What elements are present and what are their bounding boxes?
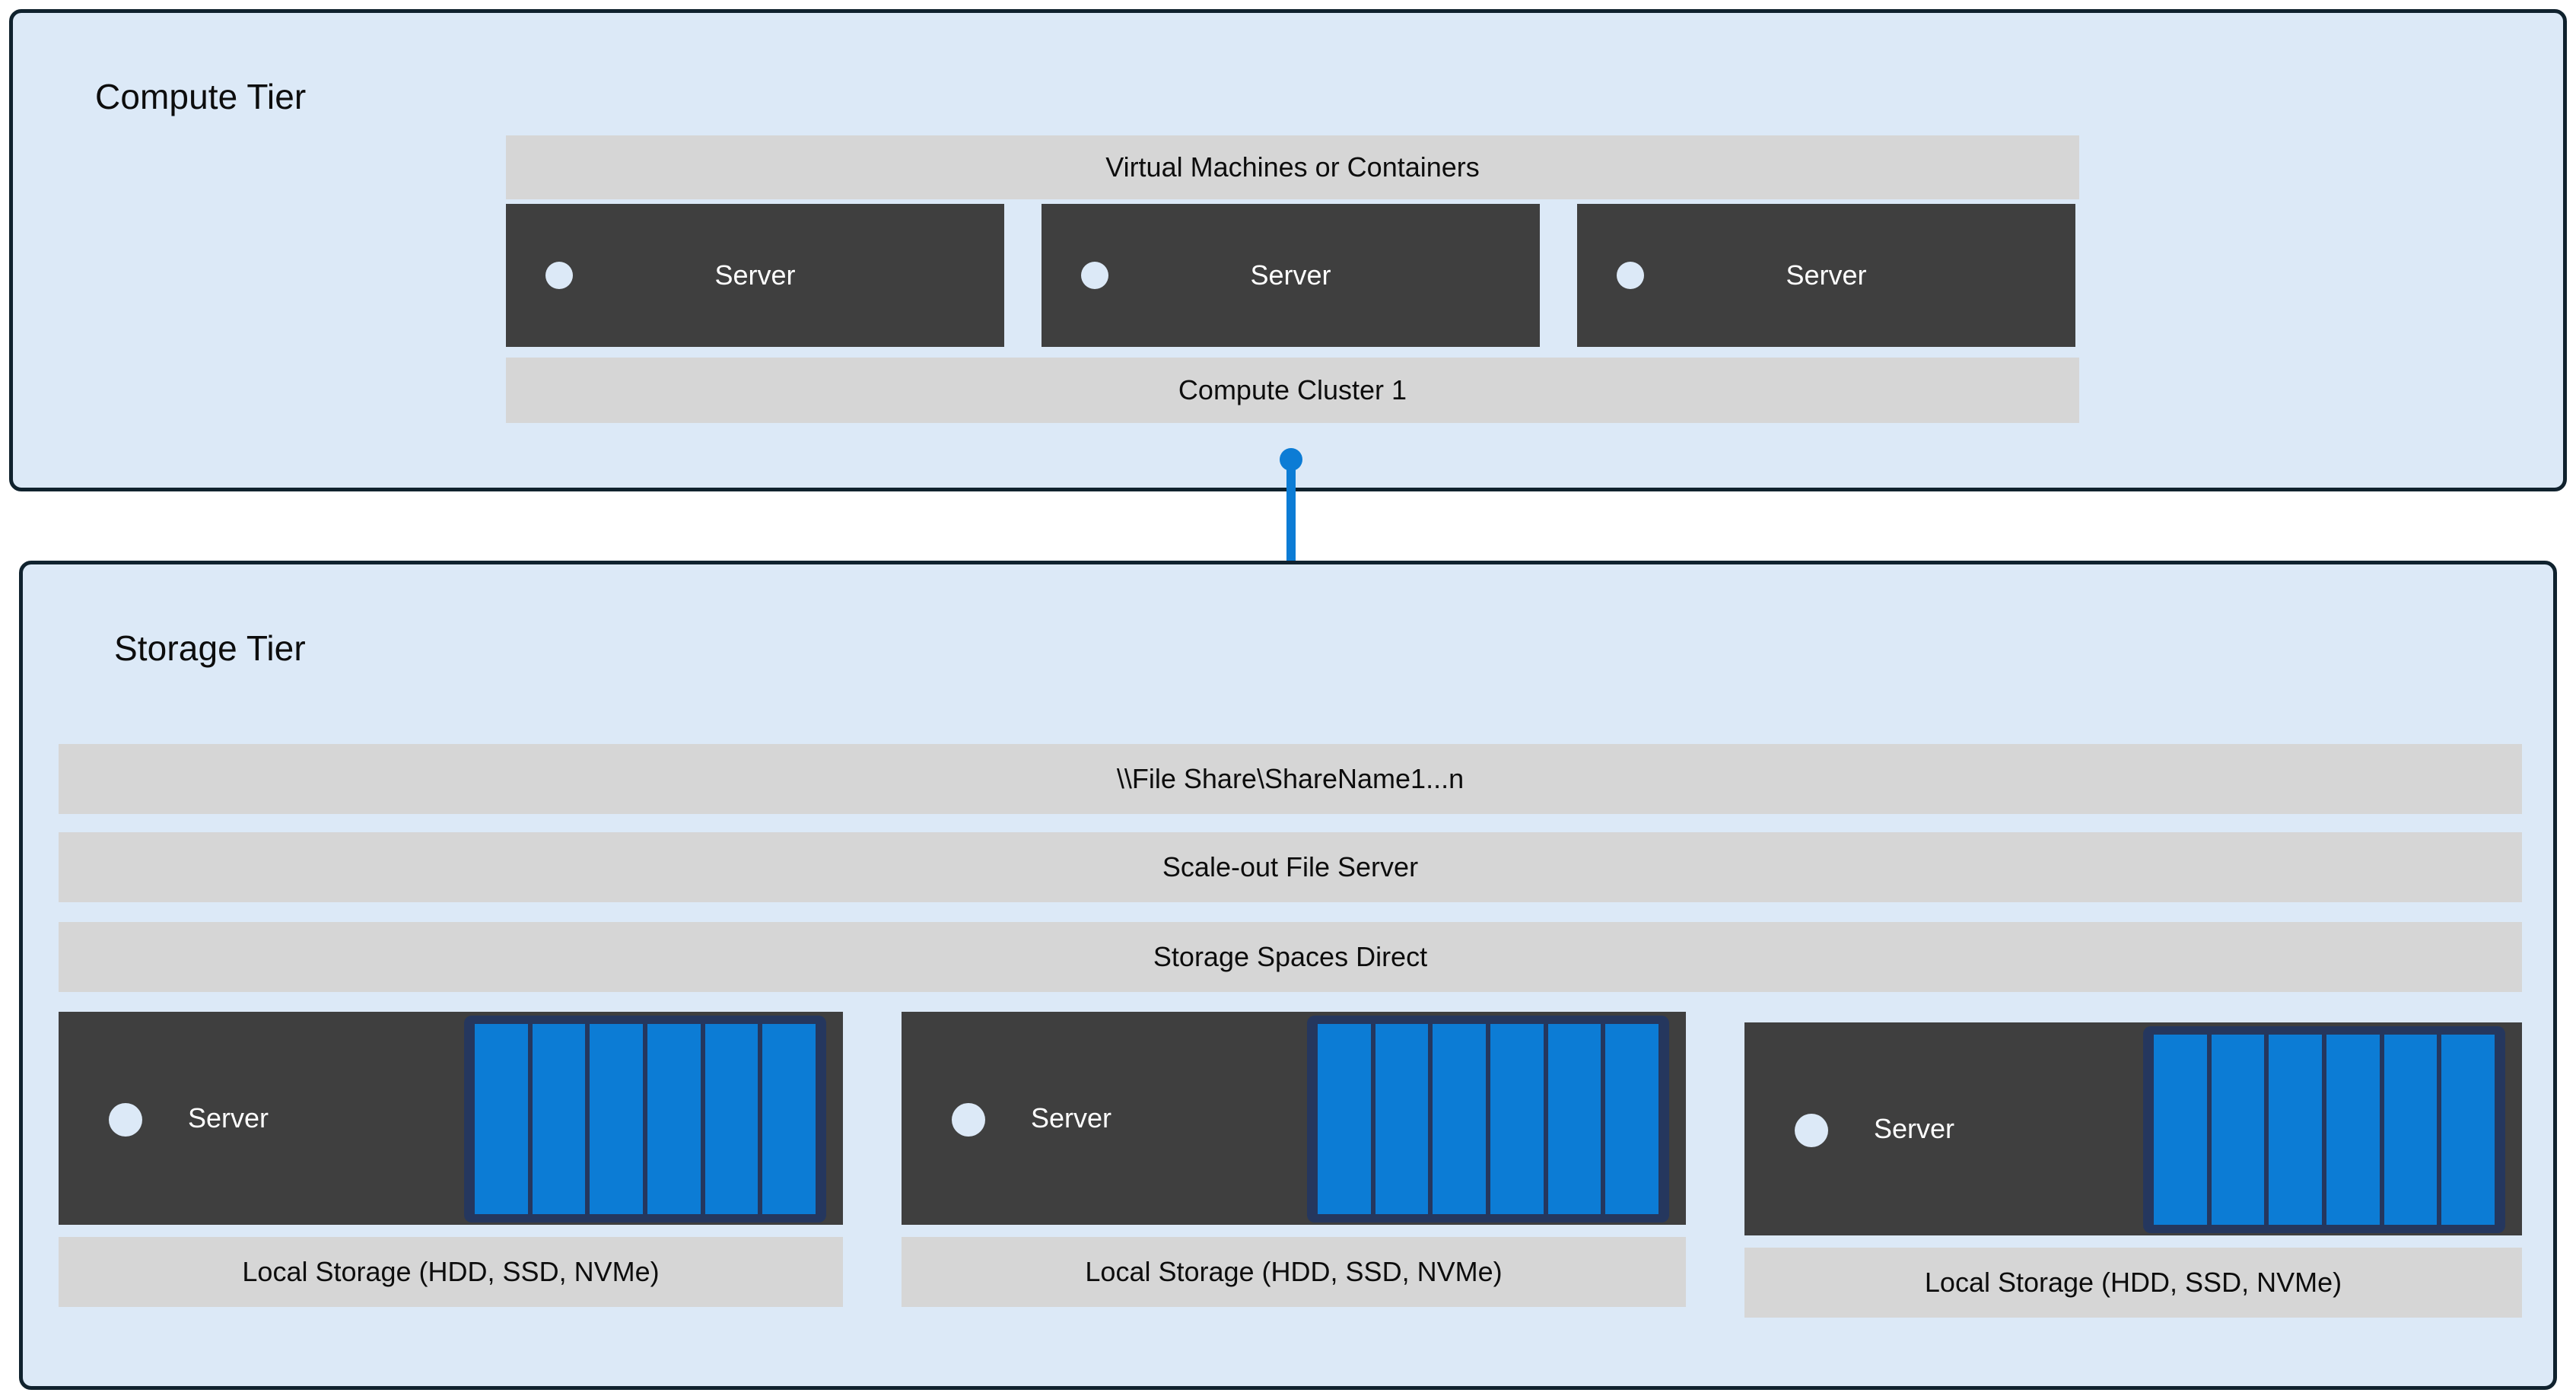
disk-icon (2211, 1035, 2265, 1225)
server-status-led-icon (952, 1103, 985, 1137)
disk-icon (1547, 1024, 1601, 1214)
scale-out-file-server-bar-label: Scale-out File Server (1162, 851, 1419, 882)
server-status-led-icon (545, 262, 573, 289)
storage-server-1-label: Server (188, 1102, 269, 1134)
storage-server-1: Server (59, 1012, 843, 1225)
compute-cluster-bar-label: Compute Cluster 1 (1178, 374, 1407, 405)
storage-server-2: Server (902, 1012, 1686, 1225)
disk-icon (1490, 1024, 1544, 1214)
compute-tier-title: Compute Tier (95, 77, 307, 116)
compute-server-1-label: Server (714, 259, 796, 291)
disk-icon (2384, 1035, 2438, 1225)
disk-icon (1433, 1024, 1487, 1214)
local-storage-bar-2-label: Local Storage (HDD, SSD, NVMe) (1085, 1256, 1503, 1287)
virtual-machines-bar-label: Virtual Machines or Containers (1105, 151, 1480, 183)
scale-out-file-server-bar: Scale-out File Server (59, 832, 2522, 902)
file-share-bar-label: \\File Share\ShareName1...n (1116, 763, 1465, 794)
server-status-led-icon (109, 1103, 142, 1137)
file-share-bar: \\File Share\ShareName1...n (59, 744, 2522, 814)
disk-icon (762, 1024, 816, 1214)
storage-spaces-direct-bar: Storage Spaces Direct (59, 922, 2522, 992)
compute-server-2-label: Server (1250, 259, 1331, 291)
disk-icon (590, 1024, 644, 1214)
compute-server-3-label: Server (1786, 259, 1867, 291)
compute-server-2: Server (1042, 204, 1540, 347)
virtual-machines-bar: Virtual Machines or Containers (506, 135, 2079, 199)
disk-icon (647, 1024, 701, 1214)
disk-icon (532, 1024, 586, 1214)
disk-icon (2441, 1035, 2495, 1225)
disk-icon (704, 1024, 758, 1214)
storage-server-2-label: Server (1031, 1102, 1112, 1134)
disk-icon (2326, 1035, 2380, 1225)
local-storage-bar-3-label: Local Storage (HDD, SSD, NVMe) (1924, 1267, 2342, 1298)
disk-icon (1375, 1024, 1429, 1214)
storage-server-3: Server (1744, 1022, 2522, 1235)
storage-tier-title: Storage Tier (114, 628, 306, 668)
storage-spaces-direct-bar-label: Storage Spaces Direct (1153, 941, 1428, 972)
server-status-led-icon (1081, 262, 1108, 289)
storage-node-3: Server Local Storage (HDD, SSD, NVMe) (1744, 1022, 2522, 1318)
disk-icon (2154, 1035, 2207, 1225)
compute-server-1: Server (506, 204, 1004, 347)
local-storage-bar-1-label: Local Storage (HDD, SSD, NVMe) (242, 1256, 660, 1287)
server-status-led-icon (1795, 1114, 1828, 1147)
compute-cluster-bar: Compute Cluster 1 (506, 358, 2079, 423)
storage-server-3-label: Server (1874, 1113, 1955, 1144)
server-status-led-icon (1617, 262, 1644, 289)
disk-icon (1318, 1024, 1371, 1214)
local-storage-bar-3: Local Storage (HDD, SSD, NVMe) (1744, 1248, 2522, 1318)
disk-icon (475, 1024, 528, 1214)
disk-array-3 (2143, 1026, 2505, 1233)
disk-array-1 (464, 1016, 826, 1223)
storage-node-2: Server Local Storage (HDD, SSD, NVMe) (902, 1012, 1686, 1307)
compute-server-3: Server (1577, 204, 2075, 347)
disk-icon (1605, 1024, 1659, 1214)
disk-icon (2269, 1035, 2323, 1225)
storage-node-1: Server Local Storage (HDD, SSD, NVMe) (59, 1012, 843, 1307)
local-storage-bar-2: Local Storage (HDD, SSD, NVMe) (902, 1237, 1686, 1307)
local-storage-bar-1: Local Storage (HDD, SSD, NVMe) (59, 1237, 843, 1307)
disk-array-2 (1307, 1016, 1669, 1223)
